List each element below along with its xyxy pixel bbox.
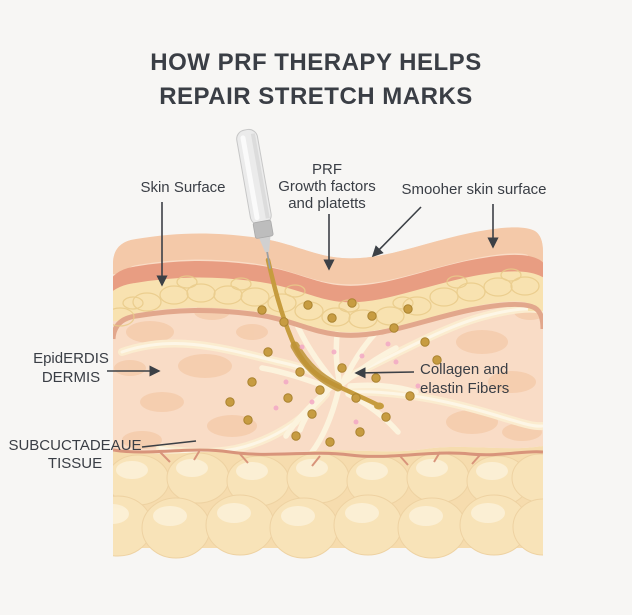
subcutaneous-leader-line (141, 440, 197, 448)
syringe-shade (250, 133, 270, 219)
collagen-label-line2: elastin Fibers (420, 380, 510, 397)
skin-block (113, 227, 543, 559)
collagen-arrow (354, 367, 415, 379)
collagen-label: Collagen and elastin Fibers (420, 360, 540, 398)
subcut-border (113, 448, 543, 467)
subcutaneous-label-line2: TISSUE (47, 455, 103, 472)
collagen-label-line1: Collagen and (420, 361, 509, 378)
prf-label: PRF Growth factors and platetts (262, 161, 392, 212)
prf-label-line3: and platetts (288, 195, 366, 212)
syringe-highlight (240, 135, 260, 221)
annotation-arrows (107, 202, 499, 448)
page-title-line1: HOW PRF THERAPY HELPS (150, 49, 482, 76)
growth-factor-dots (225, 298, 442, 447)
skin-top-bands (113, 227, 543, 340)
page-title: HOW PRF THERAPY HELPS REPAIR STRETCH MAR… (0, 46, 632, 114)
epidermis-dermis-label: EpidERDIS DERMIS (11, 349, 131, 387)
subcutaneous-label: SUBCUCTADEAUE TISSUE (2, 437, 148, 473)
fat-lobule-highlights (113, 459, 508, 526)
page-title-line2: REPAIR STRETCH MARKS (159, 83, 473, 110)
smoother-skin-label-text: Smooher skin surface (401, 181, 547, 198)
skin-surface-label: Skin Surface (123, 179, 243, 197)
epidermis-label-line1: EpidERDIS (33, 350, 109, 367)
prf-label-line2: Growth factors (278, 178, 376, 195)
prf-label-line1: PRF (312, 161, 342, 178)
skin-surface-label-text: Skin Surface (140, 179, 226, 196)
pink-speckles (273, 341, 421, 425)
smoother-skin-label: Smooher skin surface (384, 181, 564, 199)
syringe-icon (236, 128, 274, 269)
subcutaneous-label-line1: SUBCUCTADEAUE (8, 437, 142, 454)
smoother-skin-arrow-left (371, 206, 422, 258)
epidermis-label-line2: DERMIS (41, 369, 101, 386)
syringe-taper (259, 236, 271, 253)
syringe-hub (252, 219, 274, 239)
fat-lobules (113, 452, 543, 559)
syringe-needle (266, 251, 271, 269)
